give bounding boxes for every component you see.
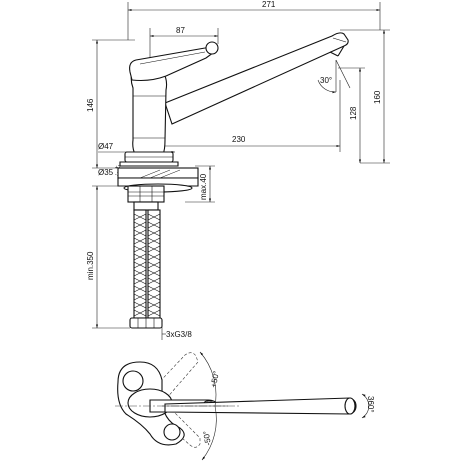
dimension-overall-width: 271 [127, 0, 381, 40]
label-128: 128 [349, 106, 358, 120]
dimension-max-thickness: max.40 [185, 165, 215, 203]
dimension-height-128: 128 [338, 67, 365, 163]
dimension-spout-reach: 230 [150, 80, 341, 152]
dimension-spout-angle: 30° [317, 59, 351, 94]
dimension-height-146: 146 [86, 39, 135, 169]
label-271: 271 [262, 0, 276, 9]
label-230: 230 [232, 135, 246, 144]
label-max-40: max.40 [199, 173, 208, 200]
label-d35-tol-minus: -1 [115, 172, 120, 178]
label-plus-50: +50° [209, 370, 221, 388]
spout [164, 32, 349, 125]
lever-rotation-arc: +50° -50° [162, 351, 228, 461]
dimension-min-length: min.350 [86, 185, 130, 329]
dimension-body-diameter: Ø47 [98, 142, 175, 154]
label-30-degrees: 30° [320, 76, 332, 85]
label-3xg3-8: 3xG3/8 [166, 330, 192, 339]
label-360: 360° [366, 396, 375, 413]
side-view: 271 87 146 160 128 [86, 0, 390, 340]
label-d35: Ø35 [98, 168, 114, 177]
lever-rotation-outlines [149, 352, 201, 448]
spout-rotation-indicator: 360° [361, 393, 375, 419]
label-d47: Ø47 [98, 142, 114, 151]
hose-fittings [129, 317, 163, 329]
label-160: 160 [373, 90, 382, 104]
lever-handle [129, 41, 219, 82]
flexible-hoses [133, 209, 161, 319]
top-spout [164, 397, 357, 415]
top-view: +50° -50° 360° [115, 351, 375, 461]
dimension-connection: 3xG3/8 [161, 322, 192, 340]
label-87: 87 [176, 26, 185, 35]
tap-body [130, 71, 168, 155]
base-plate [119, 151, 179, 167]
dimension-lever-width: 87 [149, 26, 219, 62]
dimension-height-160: 160 [340, 29, 390, 164]
label-minus-50: -50° [202, 430, 213, 446]
label-146: 146 [86, 98, 95, 112]
mounting-nut [127, 185, 165, 211]
label-min-350: min.350 [86, 251, 95, 280]
